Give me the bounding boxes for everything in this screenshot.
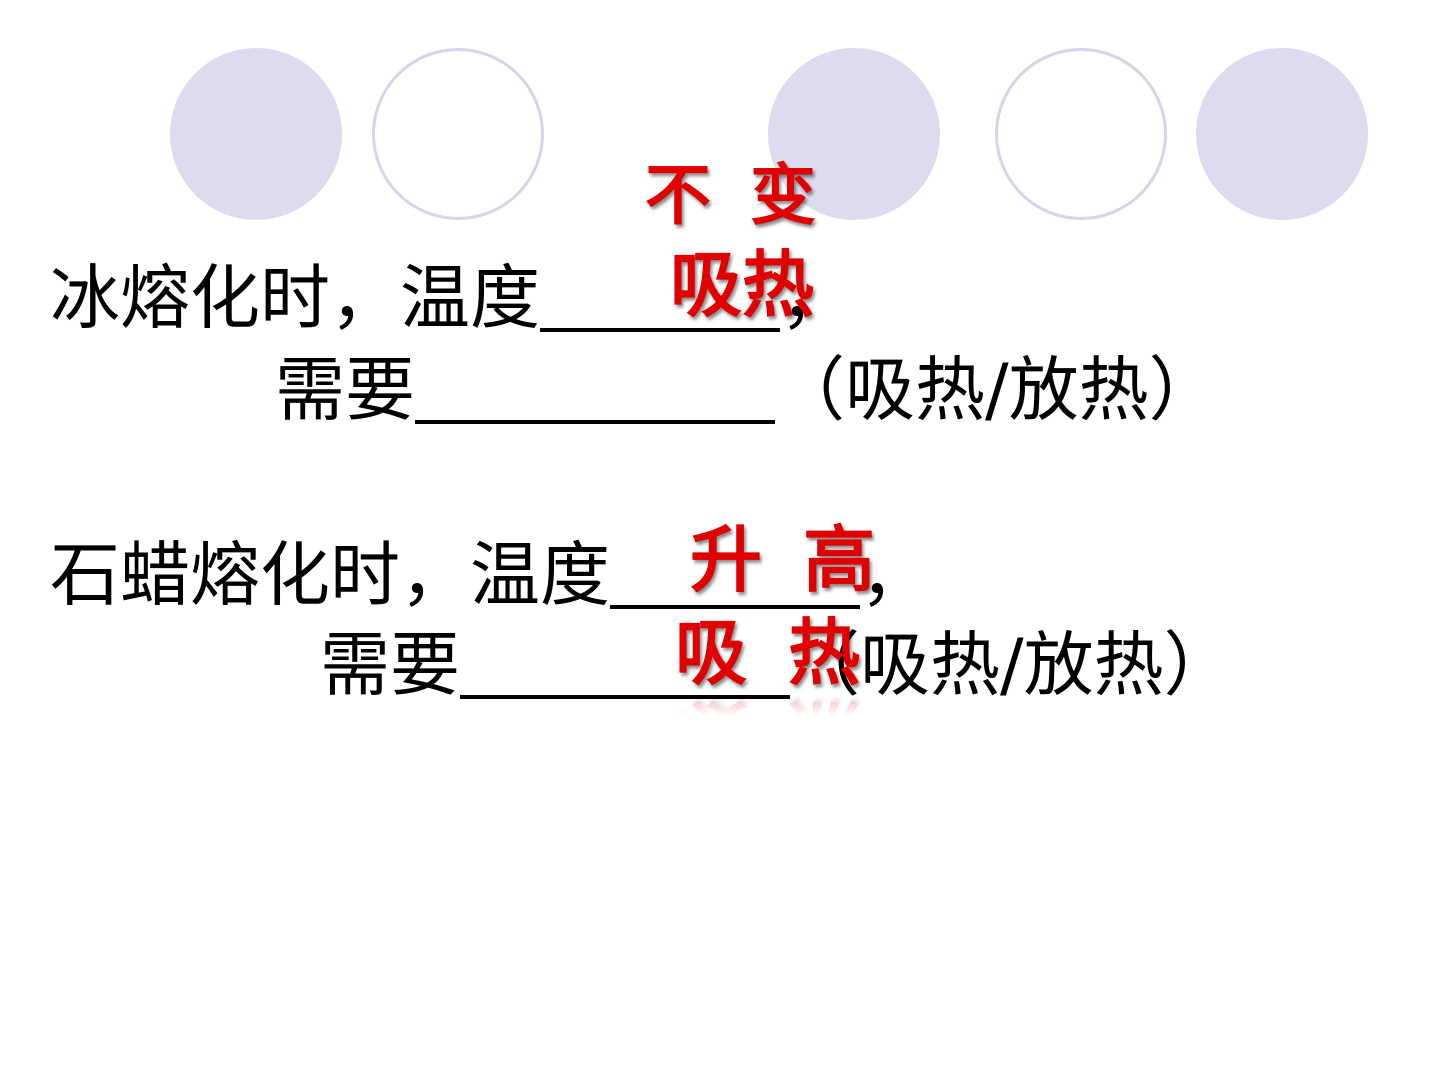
q1-answer-heat: 吸热 xyxy=(670,242,815,327)
q1-suffix: ， xyxy=(780,257,850,339)
q2-suffix: ， xyxy=(860,534,930,616)
q2-answer-temperature: 升 高 xyxy=(690,517,884,602)
q2-heat-blank xyxy=(460,631,790,699)
q2-answer-heat: 吸 热 xyxy=(675,610,869,695)
q1-heat-blank xyxy=(415,356,775,424)
q1-heat-line: 需要 （吸热/放热） xyxy=(275,350,1219,430)
q1-temperature-blank xyxy=(540,264,780,332)
q2-heat-line: 需要 （吸热/放热） xyxy=(320,625,1234,705)
q2-temperature-blank xyxy=(610,541,860,609)
q1-temperature-line: 冰熔化时，温度 ， xyxy=(50,258,850,338)
q1-options: （吸热/放热） xyxy=(775,349,1219,431)
q2-need-label: 需要 xyxy=(320,624,460,706)
q2-options: （吸热/放热） xyxy=(790,624,1234,706)
q2-prefix: 石蜡熔化时，温度 xyxy=(50,534,610,616)
q1-answer-temperature: 不 变 xyxy=(645,156,824,234)
decor-circle-outline xyxy=(372,48,544,220)
q1-need-label: 需要 xyxy=(275,349,415,431)
q2-temperature-line: 石蜡熔化时，温度 ， xyxy=(50,535,930,615)
decor-circle-filled xyxy=(1196,48,1368,220)
q1-prefix: 冰熔化时，温度 xyxy=(50,257,540,339)
decor-circle-filled xyxy=(170,48,342,220)
decor-circle-outline xyxy=(995,48,1167,220)
decor-circle-filled xyxy=(768,48,940,220)
